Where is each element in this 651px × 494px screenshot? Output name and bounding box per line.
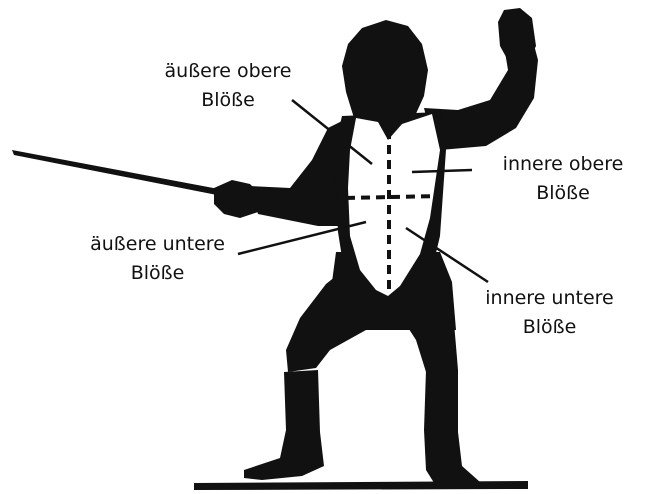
left-boot	[244, 370, 324, 480]
floor-line	[194, 481, 528, 490]
left-leg	[286, 268, 380, 372]
foil-blade	[12, 150, 224, 196]
label-inner-lower-line2: Blöße	[452, 313, 647, 342]
label-inner-upper-line1: innere obere	[478, 150, 648, 179]
label-inner-lower-line1: innere untere	[452, 284, 647, 313]
label-inner-upper-target: innere obere Blöße	[478, 150, 648, 208]
label-inner-upper-line2: Blöße	[478, 179, 648, 208]
label-outer-upper-line1: äußere obere	[128, 57, 328, 86]
label-outer-lower-line1: äußere untere	[50, 230, 265, 259]
back-hand	[498, 8, 536, 64]
label-outer-lower-line2: Blöße	[50, 259, 265, 288]
label-inner-lower-target: innere untere Blöße	[452, 284, 647, 342]
label-outer-lower-target: äußere untere Blöße	[50, 230, 265, 288]
label-outer-upper-line2: Blöße	[128, 86, 328, 115]
label-outer-upper-target: äußere obere Blöße	[128, 57, 328, 115]
right-boot	[424, 370, 480, 488]
